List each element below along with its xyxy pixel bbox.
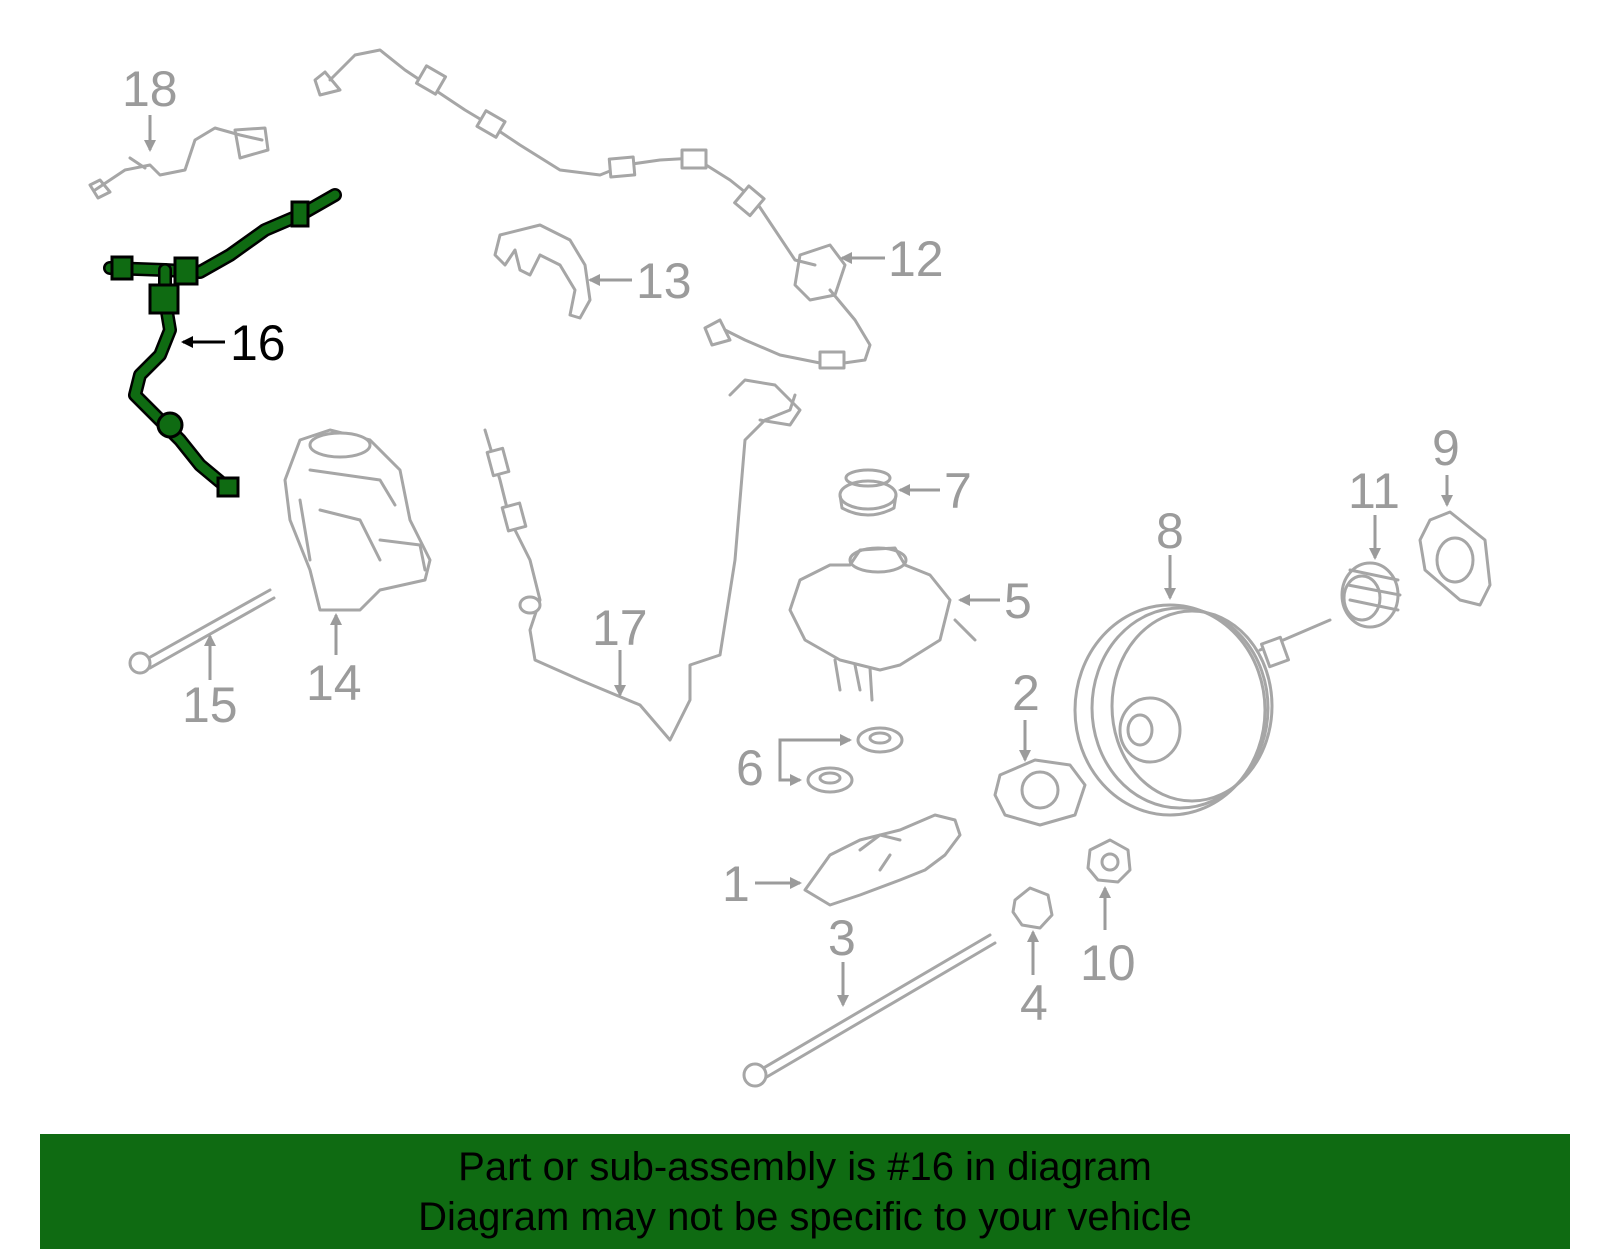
part-10-nut <box>1086 838 1132 884</box>
info-banner: Part or sub-assembly is #16 in diagram D… <box>40 1134 1570 1249</box>
part-7-cap <box>838 468 898 517</box>
callout-3: 3 <box>828 910 856 966</box>
callout-9: 9 <box>1432 420 1460 476</box>
callout-4: 4 <box>1020 975 1048 1031</box>
part-18-hose <box>88 126 270 200</box>
callout-18: 18 <box>122 61 178 117</box>
part-5-reservoir <box>788 546 977 702</box>
callout-16: 16 <box>230 315 286 371</box>
part-3-rod <box>742 933 997 1088</box>
part-13-bracket <box>493 223 592 320</box>
callout-15: 15 <box>182 677 238 733</box>
callout-5: 5 <box>1004 573 1032 629</box>
banner-line-part-info: Part or sub-assembly is #16 in diagram <box>458 1145 1152 1189</box>
part-9-gasket <box>1418 510 1492 607</box>
callout-2: 2 <box>1012 665 1040 721</box>
part-17-hose <box>483 378 802 742</box>
part-4-nut <box>1011 886 1054 930</box>
callout-10: 10 <box>1080 935 1136 991</box>
callout-17: 17 <box>592 600 648 656</box>
part-16-vacuum-hose <box>103 188 342 498</box>
callout-7: 7 <box>944 463 972 519</box>
part-2-gasket <box>993 758 1087 827</box>
callout-14: 14 <box>306 655 362 711</box>
part-14-vacuum-pump <box>283 428 432 612</box>
part-15-bolt <box>128 588 276 675</box>
callout-13: 13 <box>636 253 692 309</box>
callout-12: 12 <box>888 231 944 287</box>
leader-lines <box>144 115 1453 1007</box>
callout-8: 8 <box>1156 503 1184 559</box>
callout-1: 1 <box>722 856 750 912</box>
callout-11: 11 <box>1348 463 1400 519</box>
part-12-hose <box>313 48 872 370</box>
part-1-master-cylinder <box>803 813 962 907</box>
banner-line-disclaimer: Diagram may not be specific to your vehi… <box>418 1195 1192 1239</box>
part-6-seals <box>806 726 904 794</box>
part-11-boot <box>1340 561 1402 629</box>
part-8-brake-booster <box>1073 603 1332 817</box>
callout-6: 6 <box>736 740 764 796</box>
